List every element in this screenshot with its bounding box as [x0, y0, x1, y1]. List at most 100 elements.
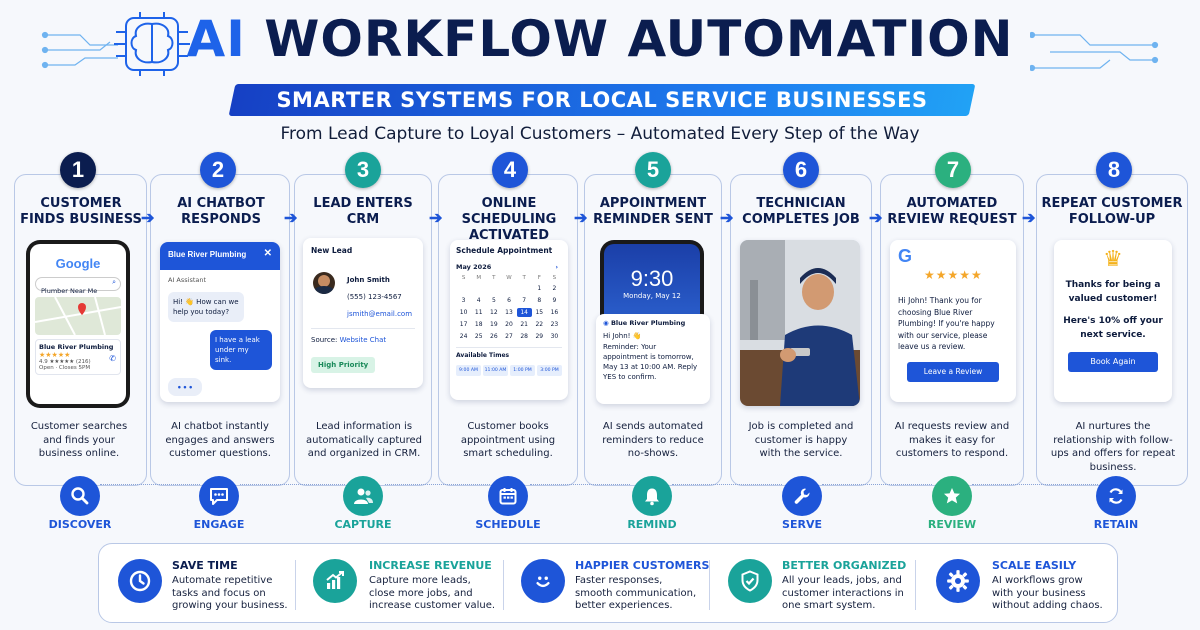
calendar-day[interactable]: 22	[535, 321, 544, 328]
calendar-day[interactable]: 16	[550, 309, 559, 316]
benefit-title-3: HAPPIER CUSTOMERS	[575, 559, 710, 572]
calendar-day[interactable]: 26	[490, 333, 498, 340]
step-label-7: REVIEW	[927, 518, 977, 531]
step-desc-2: AI chatbot instantly engages and answers…	[165, 421, 275, 459]
weekday-label: W	[506, 275, 512, 281]
calendar-day[interactable]: 18	[474, 321, 483, 328]
step-label-2: ENGAGE	[193, 518, 245, 531]
step-number-5: 5	[635, 152, 671, 188]
time-slot-button[interactable]: 9:00 AM	[456, 365, 481, 376]
calendar-empty	[501, 284, 516, 293]
calendar-day[interactable]: 29	[535, 333, 544, 340]
step-title-8: REPEAT CUSTOMER FOLLOW-UP	[1041, 196, 1183, 227]
calendar-empty	[456, 284, 471, 293]
calendar-day[interactable]: 10	[459, 309, 468, 316]
calendar-day[interactable]: 7	[522, 297, 527, 304]
calendar-day[interactable]: 2	[552, 285, 557, 292]
bot-message: Hi! 👋 How can we help you today?	[168, 292, 244, 322]
step-desc-8: AI nurtures the relationship with follow…	[1050, 421, 1176, 473]
arrow-right-icon: ➔	[720, 210, 734, 227]
business-listing[interactable]: Blue River Plumbing ★★★★★ 4.9 ★★★★★ (216…	[35, 339, 121, 375]
divider	[915, 560, 916, 610]
chatbot-card: Blue River Plumbing ✕ AI Assistant Hi! 👋…	[160, 242, 280, 402]
calendar-day[interactable]: 21	[520, 321, 528, 328]
weekday-label: F	[537, 275, 541, 281]
clock-icon	[118, 559, 162, 603]
lead-email[interactable]: jsmith@email.com	[347, 310, 413, 318]
calendar-day[interactable]: 24	[459, 333, 468, 340]
smile-icon	[521, 559, 565, 603]
search-input[interactable]: Plumber Near Me ⌕	[35, 277, 121, 295]
business-logo-icon: ◉	[603, 319, 609, 327]
calendar-day[interactable]: 28	[520, 333, 528, 340]
step-desc-7: AI requests review and makes it easy for…	[894, 421, 1010, 459]
calendar-day[interactable]: 19	[490, 321, 498, 328]
calendar-day[interactable]: 15	[535, 309, 544, 316]
followup-card: ♛ Thanks for being a valued customer! He…	[1054, 240, 1172, 402]
step-title-1: CUSTOMER FINDS BUSINESS	[20, 196, 142, 227]
time-slot-button[interactable]: 3:00 PM	[537, 365, 562, 376]
google-logo: Google	[55, 256, 101, 271]
lead-heading: New Lead	[311, 246, 353, 255]
chevron-right-icon[interactable]: ›	[555, 263, 558, 271]
step-number-7: 7	[935, 152, 971, 188]
calendar-day[interactable]: 9	[552, 297, 557, 304]
connector-line	[385, 484, 490, 485]
time-slot-button[interactable]: 1:00 PM	[510, 365, 535, 376]
assistant-label: AI Assistant	[168, 276, 207, 284]
weekday-label: S	[552, 275, 557, 281]
calendar-day[interactable]: 3	[461, 297, 466, 304]
calendar-empty	[486, 284, 501, 293]
schedule-heading: Schedule Appointment	[456, 246, 553, 255]
benefit-title-4: BETTER ORGANIZED	[782, 559, 907, 572]
calendar-day[interactable]: 4	[476, 297, 481, 304]
step-title-3: LEAD ENTERS CRM	[313, 196, 413, 227]
step-number-4: 4	[492, 152, 528, 188]
calendar-day[interactable]: 5	[491, 297, 496, 304]
chat-header: Blue River Plumbing ✕	[160, 242, 280, 270]
calendar-day[interactable]: 8	[537, 297, 542, 304]
technician-photo	[740, 240, 860, 406]
calendar-day[interactable]: 25	[474, 333, 483, 340]
time-slot-button[interactable]: 11:00 AM	[483, 365, 508, 376]
bell-icon	[632, 476, 672, 516]
leave-review-button[interactable]: Leave a Review	[907, 361, 999, 382]
calendar-month: May 2026›	[456, 263, 558, 271]
lead-source: Source: Website Chat	[311, 336, 387, 344]
arrow-right-icon: ➔	[141, 210, 155, 227]
review-request-card: G ★★★★★ Hi John! Thank you for choosing …	[890, 240, 1016, 402]
calendar-day[interactable]: 23	[550, 321, 559, 328]
connector-line	[100, 484, 200, 485]
calendar-day[interactable]: 11	[474, 309, 483, 316]
benefit-title-5: SCALE EASILY	[992, 559, 1077, 572]
calendar-day[interactable]: 14	[516, 308, 532, 317]
calendar-day[interactable]: 12	[490, 309, 498, 316]
connector-line	[672, 484, 782, 485]
step-desc-4: Customer books appointment using smart s…	[460, 421, 556, 459]
calendar-day[interactable]: 6	[507, 297, 511, 304]
calendar-day[interactable]: 13	[505, 309, 513, 316]
sms-sender: ◉ Blue River Plumbing	[603, 319, 686, 327]
step-label-5: REMIND	[627, 518, 677, 531]
calendar-day[interactable]: 20	[505, 321, 513, 328]
google-g-icon: G	[898, 246, 913, 266]
calendar-day[interactable]: 1	[537, 285, 542, 292]
benefit-title-2: INCREASE REVENUE	[369, 559, 492, 572]
avatar	[313, 272, 335, 294]
sms-reminder-card: ◉ Blue River Plumbing Hi John! 👋 Reminde…	[596, 314, 710, 404]
close-icon[interactable]: ✕	[263, 248, 272, 259]
step-number-8: 8	[1096, 152, 1132, 188]
lock-screen-date: Monday, May 12	[623, 292, 681, 300]
book-again-button[interactable]: Book Again	[1068, 352, 1158, 372]
calendar-day[interactable]: 17	[459, 321, 468, 328]
calendar-day[interactable]: 30	[550, 333, 559, 340]
lead-name: John Smith	[347, 276, 390, 284]
priority-badge: High Priority	[311, 357, 376, 373]
brain-icon	[114, 12, 190, 76]
weekday-label: T	[492, 275, 496, 281]
search-icon	[60, 476, 100, 516]
calendar-day[interactable]: 27	[505, 333, 513, 340]
